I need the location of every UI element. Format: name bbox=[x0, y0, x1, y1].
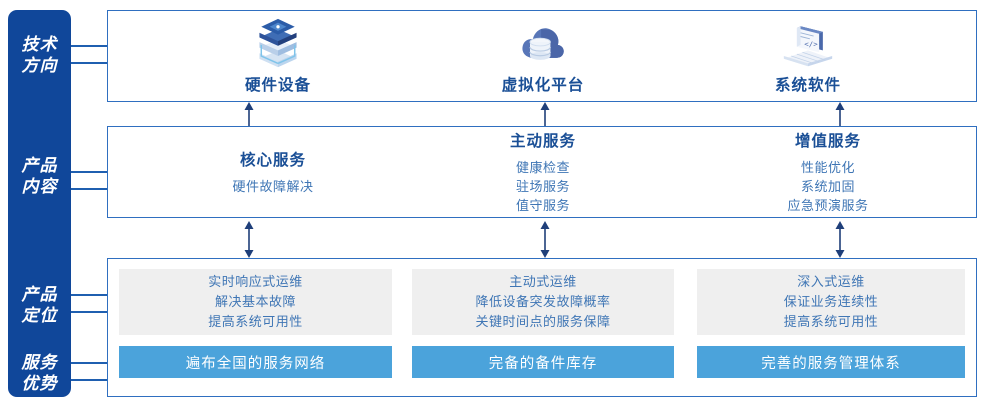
advantage-label: 完备的备件库存 bbox=[488, 355, 598, 372]
positioning-line: 解决基本故障 bbox=[214, 294, 296, 309]
product-content-item-core[interactable]: 核心服务 硬件故障解决 bbox=[138, 127, 408, 217]
connector-content-top bbox=[71, 171, 107, 173]
product-content-item-value-added[interactable]: 增值服务 性能优化 系统加固 应急预演服务 bbox=[693, 127, 963, 217]
tech-direction-item-system-software[interactable]: </> 系统软件 bbox=[678, 11, 938, 101]
product-content-line: 健康检查 bbox=[515, 160, 570, 175]
positioning-line: 关键时间点的服务保障 bbox=[475, 314, 611, 329]
rail-label-tech-direction: 技术 方向 bbox=[8, 34, 71, 76]
rail-label-line1: 产品 bbox=[21, 285, 58, 304]
laptop-code-icon: </> bbox=[783, 26, 833, 67]
product-content-panel: 核心服务 硬件故障解决 主动服务 健康检查 驻场服务 值守服务 增值服务 性能优… bbox=[107, 126, 977, 218]
advantage-bar-service-network[interactable]: 遍布全国的服务网络 bbox=[119, 346, 392, 378]
rail-label-service-advantage: 服务 优势 bbox=[8, 352, 71, 394]
product-content-title: 核心服务 bbox=[239, 152, 306, 169]
product-content-title: 主动服务 bbox=[509, 133, 576, 150]
tech-direction-item-virtualization[interactable]: 虚拟化平台 bbox=[413, 11, 673, 101]
connector-content-bottom bbox=[71, 188, 107, 190]
database-cylinder bbox=[529, 37, 552, 60]
tech-direction-panel: 硬件设备 虚拟化平台 bbox=[107, 10, 977, 102]
arrow-double-core bbox=[244, 221, 254, 258]
category-rail: 技术 方向 产品 内容 产品 定位 服务 优势 bbox=[8, 10, 71, 397]
tech-direction-title: 虚拟化平台 bbox=[501, 77, 585, 94]
product-content-title: 增值服务 bbox=[794, 133, 861, 150]
positioning-card-realtime[interactable]: 实时响应式运维 解决基本故障 提高系统可用性 bbox=[119, 269, 392, 335]
product-content-line: 系统加固 bbox=[800, 179, 855, 194]
product-content-line: 性能优化 bbox=[800, 160, 855, 175]
rail-label-line2: 定位 bbox=[21, 306, 58, 325]
rail-label-line1: 服务 bbox=[21, 353, 58, 372]
positioning-line: 主动式运维 bbox=[509, 274, 577, 289]
rail-label-line2: 内容 bbox=[21, 177, 58, 196]
arrow-up-hardware bbox=[244, 102, 254, 126]
tech-direction-item-hardware[interactable]: 硬件设备 bbox=[148, 11, 408, 101]
cloud-database-icon bbox=[522, 28, 564, 60]
connector-position-top bbox=[71, 294, 107, 296]
advantage-bar-management-system[interactable]: 完善的服务管理体系 bbox=[697, 346, 965, 378]
product-content-item-proactive[interactable]: 主动服务 健康检查 驻场服务 值守服务 bbox=[408, 127, 678, 217]
tech-direction-title: 系统软件 bbox=[774, 77, 841, 94]
arrow-up-system-software bbox=[835, 102, 845, 126]
advantage-bar-spare-parts[interactable]: 完备的备件库存 bbox=[412, 346, 674, 378]
advantage-label: 完善的服务管理体系 bbox=[761, 355, 901, 372]
rail-label-line2: 优势 bbox=[21, 374, 58, 393]
advantage-label: 遍布全国的服务网络 bbox=[185, 355, 326, 372]
rail-label-line2: 方向 bbox=[21, 56, 58, 75]
positioning-line: 实时响应式运维 bbox=[208, 274, 303, 289]
connector-advantage-top bbox=[71, 362, 107, 364]
connector-advantage-bottom bbox=[71, 379, 107, 381]
rail-label-product-content: 产品 内容 bbox=[8, 155, 71, 197]
rail-label-product-positioning: 产品 定位 bbox=[8, 284, 71, 326]
positioning-card-deep[interactable]: 深入式运维 保证业务连续性 提高系统可用性 bbox=[697, 269, 965, 335]
svg-text:</>: </> bbox=[804, 40, 818, 49]
connector-position-bottom bbox=[71, 311, 107, 313]
positioning-card-proactive[interactable]: 主动式运维 降低设备突发故障概率 关键时间点的服务保障 bbox=[412, 269, 674, 335]
product-content-line: 值守服务 bbox=[515, 198, 570, 213]
arrow-double-proactive bbox=[540, 221, 550, 258]
rail-label-line1: 技术 bbox=[21, 35, 58, 54]
positioning-line: 保证业务连续性 bbox=[783, 294, 879, 309]
rail-label-line1: 产品 bbox=[21, 156, 58, 175]
positioning-line: 提高系统可用性 bbox=[783, 314, 879, 329]
connector-tech-top bbox=[71, 45, 107, 47]
arrow-up-virtualization bbox=[540, 102, 550, 126]
tech-direction-title: 硬件设备 bbox=[244, 77, 311, 94]
server-stack-icon bbox=[259, 18, 297, 68]
positioning-advantage-panel: 实时响应式运维 解决基本故障 提高系统可用性 主动式运维 降低设备突发故障概率 … bbox=[107, 258, 977, 397]
positioning-line: 降低设备突发故障概率 bbox=[475, 294, 611, 309]
positioning-line: 深入式运维 bbox=[797, 274, 865, 289]
product-content-line: 硬件故障解决 bbox=[232, 179, 314, 194]
positioning-line: 提高系统可用性 bbox=[208, 314, 303, 329]
product-content-line: 应急预演服务 bbox=[787, 198, 869, 213]
product-content-line: 驻场服务 bbox=[515, 179, 570, 194]
connector-tech-bottom bbox=[71, 62, 107, 64]
arrow-double-value-added bbox=[835, 221, 845, 258]
